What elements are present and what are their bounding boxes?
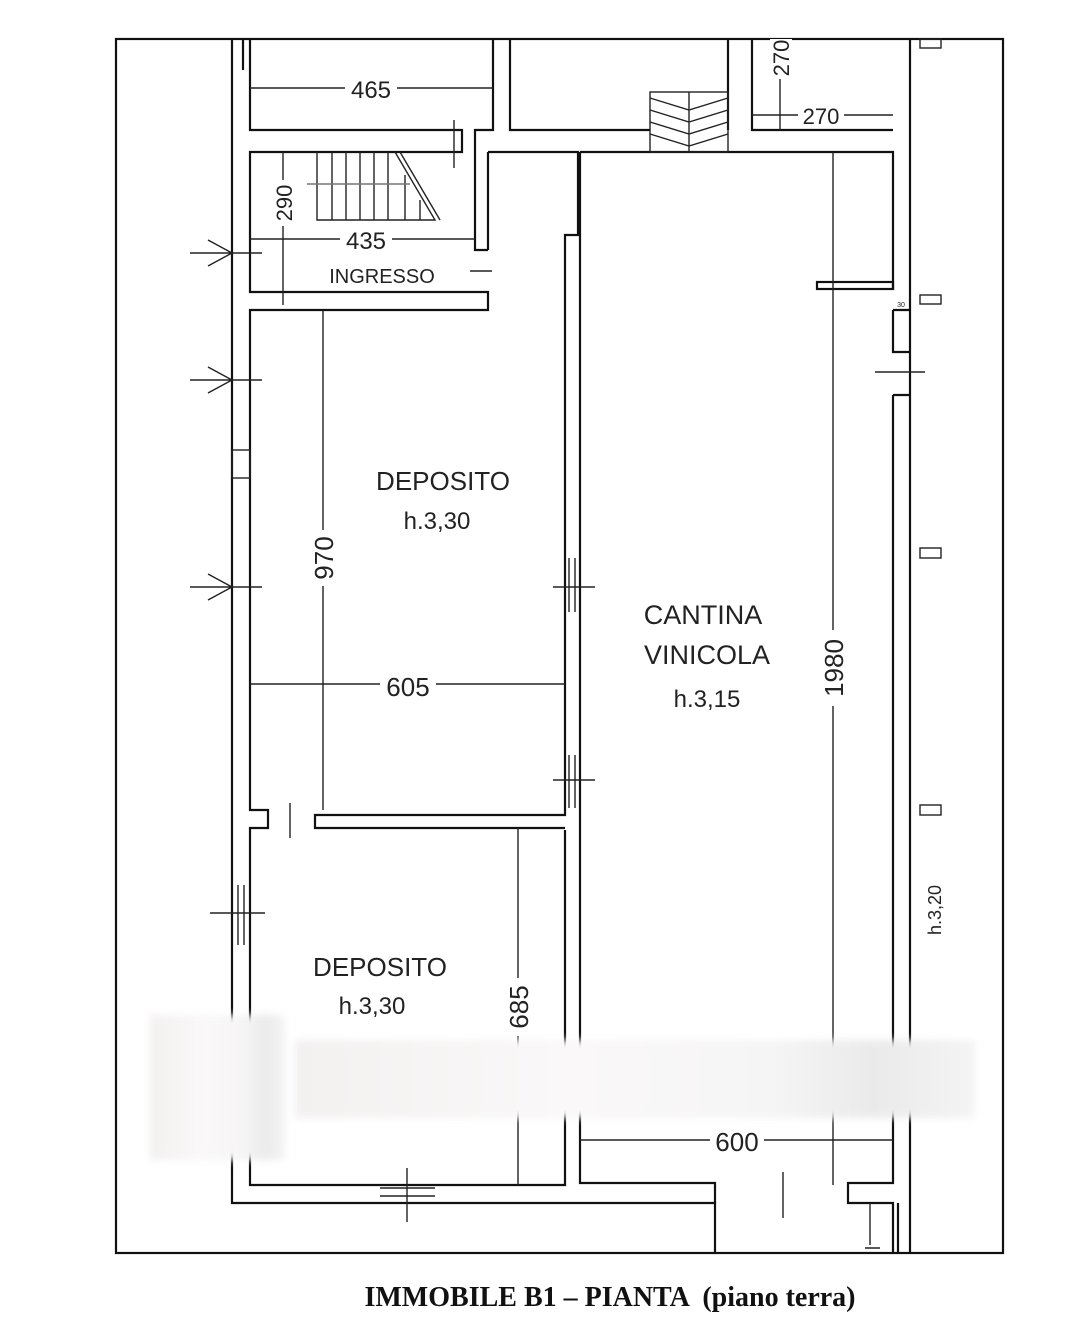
room-ingresso: INGRESSO: [329, 266, 435, 288]
plan-caption: IMMOBILE B1 – PIANTA (piano terra): [364, 1282, 856, 1313]
dim-685: 685: [504, 985, 534, 1028]
dim-290: 290: [272, 185, 297, 222]
room-deposito-lower: DEPOSITO: [313, 952, 447, 982]
dim-435: 435: [346, 228, 386, 255]
dim-605: 605: [386, 672, 429, 702]
plan-frame: [114, 37, 1005, 1255]
room-deposito-lower-height: h.3,30: [339, 993, 406, 1020]
dim-600: 600: [715, 1127, 758, 1157]
blurred-region: [295, 1040, 975, 1118]
dim-465: 465: [351, 77, 391, 104]
room-cantina-line1: CANTINA: [644, 600, 763, 630]
room-cantina-height: h.3,15: [674, 686, 741, 713]
room-cantina-line2: VINICOLA: [644, 640, 770, 670]
dim-970: 970: [309, 536, 339, 579]
room-labels: INGRESSO DEPOSITO h.3,30 CANTINA VINICOL…: [313, 266, 945, 1020]
corridor-height: h.3,20: [925, 885, 945, 935]
blurred-region: [150, 1015, 285, 1160]
dimension-labels: 465 435 290 970 605 685 600 1980 270 270…: [272, 39, 905, 1157]
room-deposito-upper: DEPOSITO: [376, 466, 510, 496]
dim-30: 30: [897, 302, 905, 309]
dim-270-horizontal: 270: [803, 104, 840, 129]
dim-1980: 1980: [819, 639, 849, 697]
room-deposito-upper-height: h.3,30: [404, 508, 471, 535]
dim-270-vertical: 270: [769, 40, 794, 77]
chimney: [649, 91, 729, 153]
staircase: [307, 151, 441, 221]
windows: [190, 239, 880, 1249]
